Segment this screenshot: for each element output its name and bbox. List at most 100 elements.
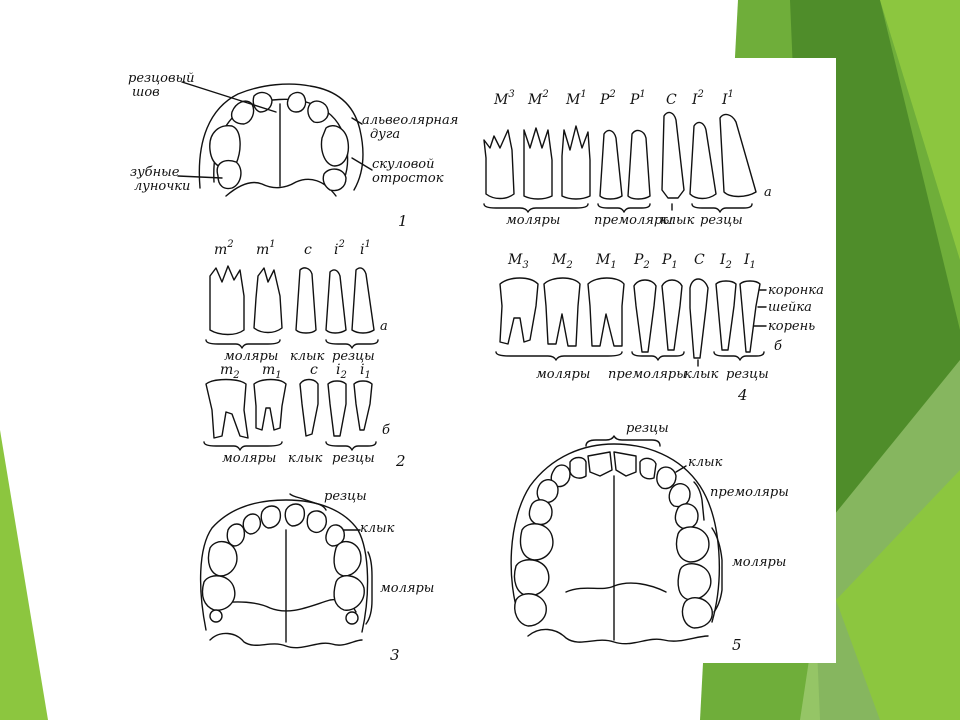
fig4b-code: C: [694, 252, 705, 268]
fig3-number: 3: [390, 646, 400, 664]
fig5-tooth-premolar: [528, 499, 553, 526]
fig2b-canine: [299, 378, 319, 437]
fig4b-group-label: премоляры: [608, 367, 687, 382]
fig5-molar-bracket: [711, 527, 723, 613]
fig4a-group-label: моляры: [506, 213, 560, 228]
fig5-tooth-molar: [519, 523, 554, 561]
fig4a-code: M1: [565, 89, 587, 108]
fig5-tooth-molar: [677, 563, 712, 601]
fig1-socket: [286, 91, 307, 113]
fig1-socket: [307, 100, 329, 124]
fig1-label-process-1: скуловой: [372, 157, 434, 172]
fig1-label-arch-2: дуга: [370, 127, 400, 142]
fig2b-code: c: [310, 362, 318, 378]
fig1-socket: [230, 100, 255, 125]
fig4a-row-letter: а: [764, 185, 772, 200]
fig2a-code: c: [304, 242, 312, 258]
fig4b-molar-2: [543, 277, 581, 347]
fig2b-group-label: клык: [288, 451, 323, 466]
fig5-canine-leader: [675, 465, 687, 473]
fig4a-code: P1: [629, 89, 646, 108]
fig4a-brace: [483, 203, 589, 213]
fig5-tooth-canine: [656, 466, 677, 490]
figure-4: M3 M2 M1 P2 P1 C I2 I1 а моляры премоляр…: [483, 89, 824, 404]
fig4a-group-label: премоляры: [594, 213, 673, 228]
fig5-tooth-canine: [550, 464, 571, 488]
fig2b-incisor-1: [353, 380, 373, 431]
fig3-tooth-molar: [201, 575, 236, 611]
fig2a-code: i1: [360, 239, 371, 258]
fig2a-molar-1: [253, 267, 283, 334]
fig4a-canine: [661, 111, 685, 199]
fig1-label-arch-1: альвеолярная: [362, 113, 458, 128]
fig1-arch-outline: [198, 83, 364, 191]
fig5-tooth-molar: [681, 597, 713, 629]
fig1-number: 1: [398, 212, 408, 230]
fig2b-code: i1: [360, 362, 371, 381]
fig5-tooth-incisor: [587, 451, 613, 477]
fig4a-group-label: резцы: [700, 213, 743, 228]
fig5-tooth-premolar: [668, 483, 691, 508]
fig5-bottom-outline: [527, 628, 709, 645]
fig4b-group-label: клык: [684, 367, 719, 382]
fig4b-code: P2: [633, 252, 650, 271]
fig2b-row-letter: б: [382, 423, 390, 438]
fig3-tooth-incisor: [260, 505, 282, 529]
fig5-premolar-bracket: [693, 481, 705, 521]
fig4b-brace: [631, 351, 685, 361]
fig5-arch-outline: [510, 443, 720, 623]
fig5-tooth-molar: [675, 526, 710, 563]
fig2b-group-label: моляры: [222, 451, 276, 466]
fig3-tooth-incisor: [306, 510, 328, 534]
fig1-label-suture-1: резцовый: [128, 71, 195, 86]
figure-2: m2 m1 c i2 i1 а моляры клык резцы m2 m1 …: [203, 239, 406, 470]
fig3-label-molars: моляры: [380, 581, 434, 596]
fig4b-code: M2: [551, 252, 573, 271]
fig4b-code: M1: [595, 252, 617, 271]
figure-5: резцы клык премоляры моляры 5: [510, 421, 789, 654]
fig3-label-incisors: резцы: [324, 489, 367, 504]
fig2b-brace: [203, 441, 283, 451]
fig2b-group-label: резцы: [332, 451, 375, 466]
fig3-arch-outline: [199, 499, 369, 633]
fig3-tooth-bud: [345, 611, 359, 625]
fig4b-incisor-2: [715, 280, 737, 351]
green-right-panel-light: [880, 0, 960, 260]
fig2a-incisor-2: [325, 269, 347, 334]
fig1-leader-arch: [351, 117, 363, 125]
fig4-number: 4: [737, 386, 748, 404]
fig1-label-sockets-2: луночки: [134, 179, 190, 194]
fig4-row-b-codes: M3 M2 M1 P2 P1 C I2 I1: [507, 252, 756, 271]
fig4a-code: M3: [493, 89, 515, 108]
fig4b-incisor-1: [739, 280, 761, 353]
fig5-tooth-premolar: [674, 503, 699, 530]
fig2b-incisor-2: [327, 380, 347, 437]
fig2b-brace: [325, 441, 377, 451]
fig2b-code: m1: [262, 362, 282, 381]
fig2a-group-label: резцы: [332, 349, 375, 364]
fig1-socket: [216, 159, 242, 190]
fig1-socket: [322, 168, 347, 192]
fig2a-code: i2: [334, 239, 345, 258]
fig4a-molar-1: [561, 125, 591, 200]
fig4b-premolar-1: [661, 279, 683, 351]
fig4b-part-neck: шейка: [768, 300, 812, 315]
fig3-tooth-canine: [226, 523, 246, 547]
fig3-tooth-bud: [209, 609, 223, 623]
fig4b-code: P1: [661, 252, 678, 271]
figure-1: резцовый шов альвеолярная дуга скуловой …: [128, 71, 458, 230]
fig3-tooth-molar: [333, 541, 362, 577]
fig4b-canine: [689, 278, 709, 359]
fig1-label-sockets-1: зубные: [130, 165, 180, 180]
green-right-panel-accent: [836, 470, 960, 720]
fig4a-premolar-2: [599, 129, 623, 200]
fig5-tooth-molar: [513, 559, 550, 597]
fig4b-group-label: моляры: [536, 367, 590, 382]
fig2a-row-letter: а: [380, 319, 388, 334]
fig5-number: 5: [732, 636, 742, 654]
fig3-tooth-incisor: [284, 503, 306, 527]
fig4b-part-root: корень: [768, 319, 815, 334]
fig5-tooth-incisor: [613, 451, 637, 477]
fig1-leader-suture: [181, 81, 277, 113]
